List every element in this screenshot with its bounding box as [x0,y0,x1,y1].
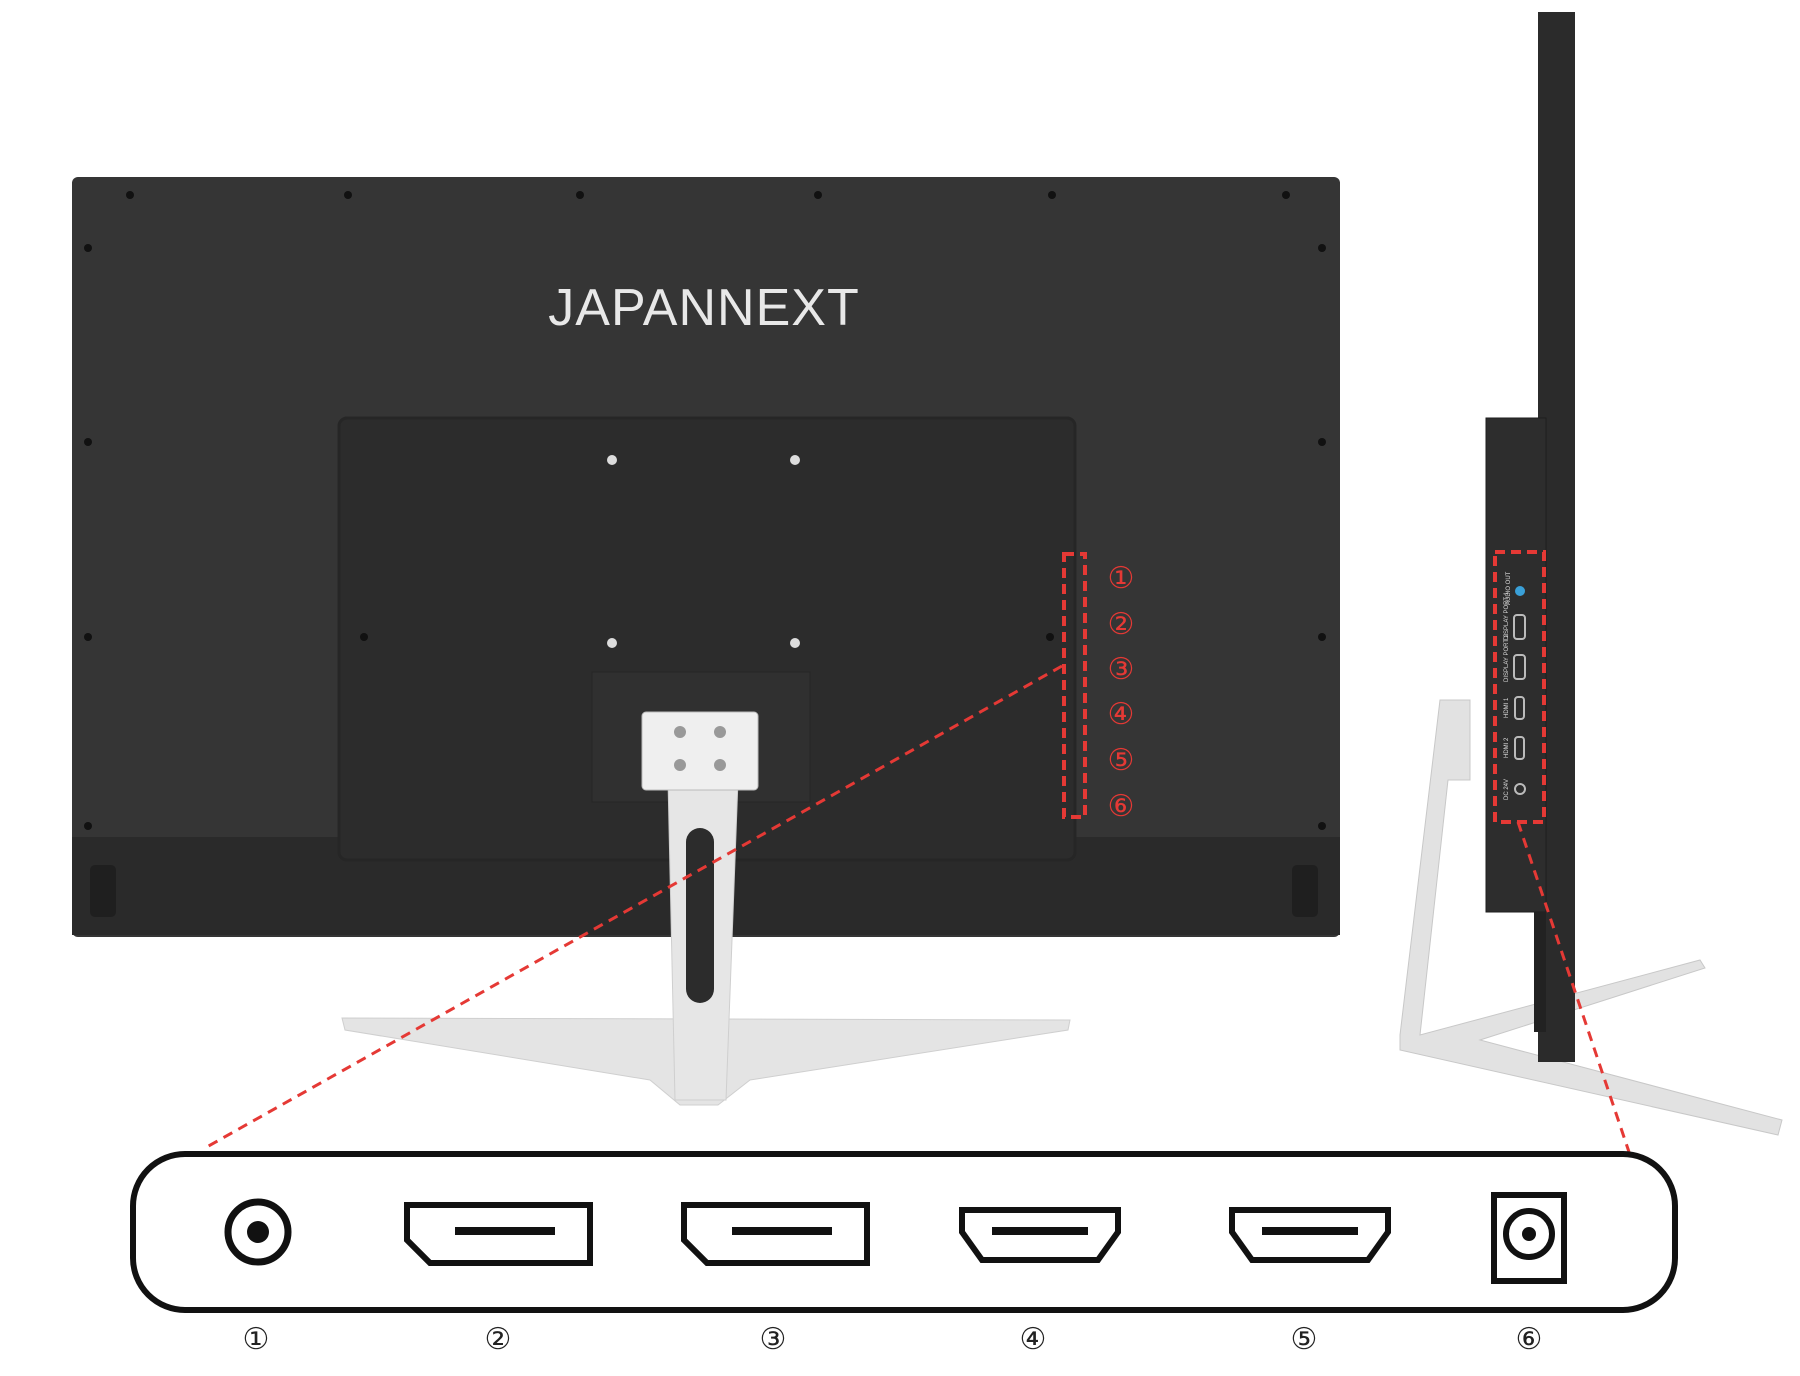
monitor-rear-view: JAPANNEXT ① ② ③ ④ ⑤ ⑥ [72,177,1340,1106]
marker-1: ① [1108,561,1135,596]
label-hdmi-1: HDMI 1 [1504,697,1510,718]
label-displayport-2: DISPLAY PORT 2 [1504,633,1510,682]
port-highlight-rear [1062,552,1087,819]
marker-3: ③ [1108,652,1135,687]
label-hdmi-2: HDMI 2 [1504,737,1510,758]
callout-number-3: ③ [760,1322,787,1357]
marker-6: ⑥ [1108,789,1135,824]
audio-jack-icon [224,1198,292,1266]
leader-line-left [204,664,1063,1150]
label-dc-24v: DC 24V [1504,779,1510,800]
label-displayport-1: DISPLAY PORT 1 [1504,591,1510,640]
marker-2: ② [1108,607,1135,642]
monitor-side-view: AUDIO OUT DISPLAY PORT 1 DISPLAY PORT 2 … [1399,12,1783,1136]
displayport-icon [404,1202,593,1266]
callout-number-1: ① [243,1322,270,1357]
dc-power-icon [1491,1192,1567,1284]
port-callout [130,1151,1678,1313]
hdmi-icon [1229,1207,1391,1263]
vesa-holes [607,455,800,648]
callout-numbers: ① ② ③ ④ ⑤ ⑥ [243,1322,1543,1357]
marker-5: ⑤ [1108,743,1135,778]
port-markers: ① ② ③ ④ ⑤ ⑥ [1108,561,1135,824]
displayport-icon [681,1202,870,1266]
callout-number-2: ② [485,1322,512,1357]
screws [84,191,1326,830]
callout-number-6: ⑥ [1516,1322,1543,1357]
callout-number-4: ④ [1020,1322,1047,1357]
brand-logo: JAPANNEXT [548,279,859,337]
leader-line-right [1516,821,1631,1153]
callout-number-5: ⑤ [1291,1322,1318,1357]
stand [341,711,1071,1106]
marker-4: ④ [1108,697,1135,732]
side-port-labels: AUDIO OUT DISPLAY PORT 1 DISPLAY PORT 2 … [1504,571,1512,800]
label-audio-out: AUDIO OUT [1506,571,1512,605]
hdmi-icon [959,1207,1121,1263]
